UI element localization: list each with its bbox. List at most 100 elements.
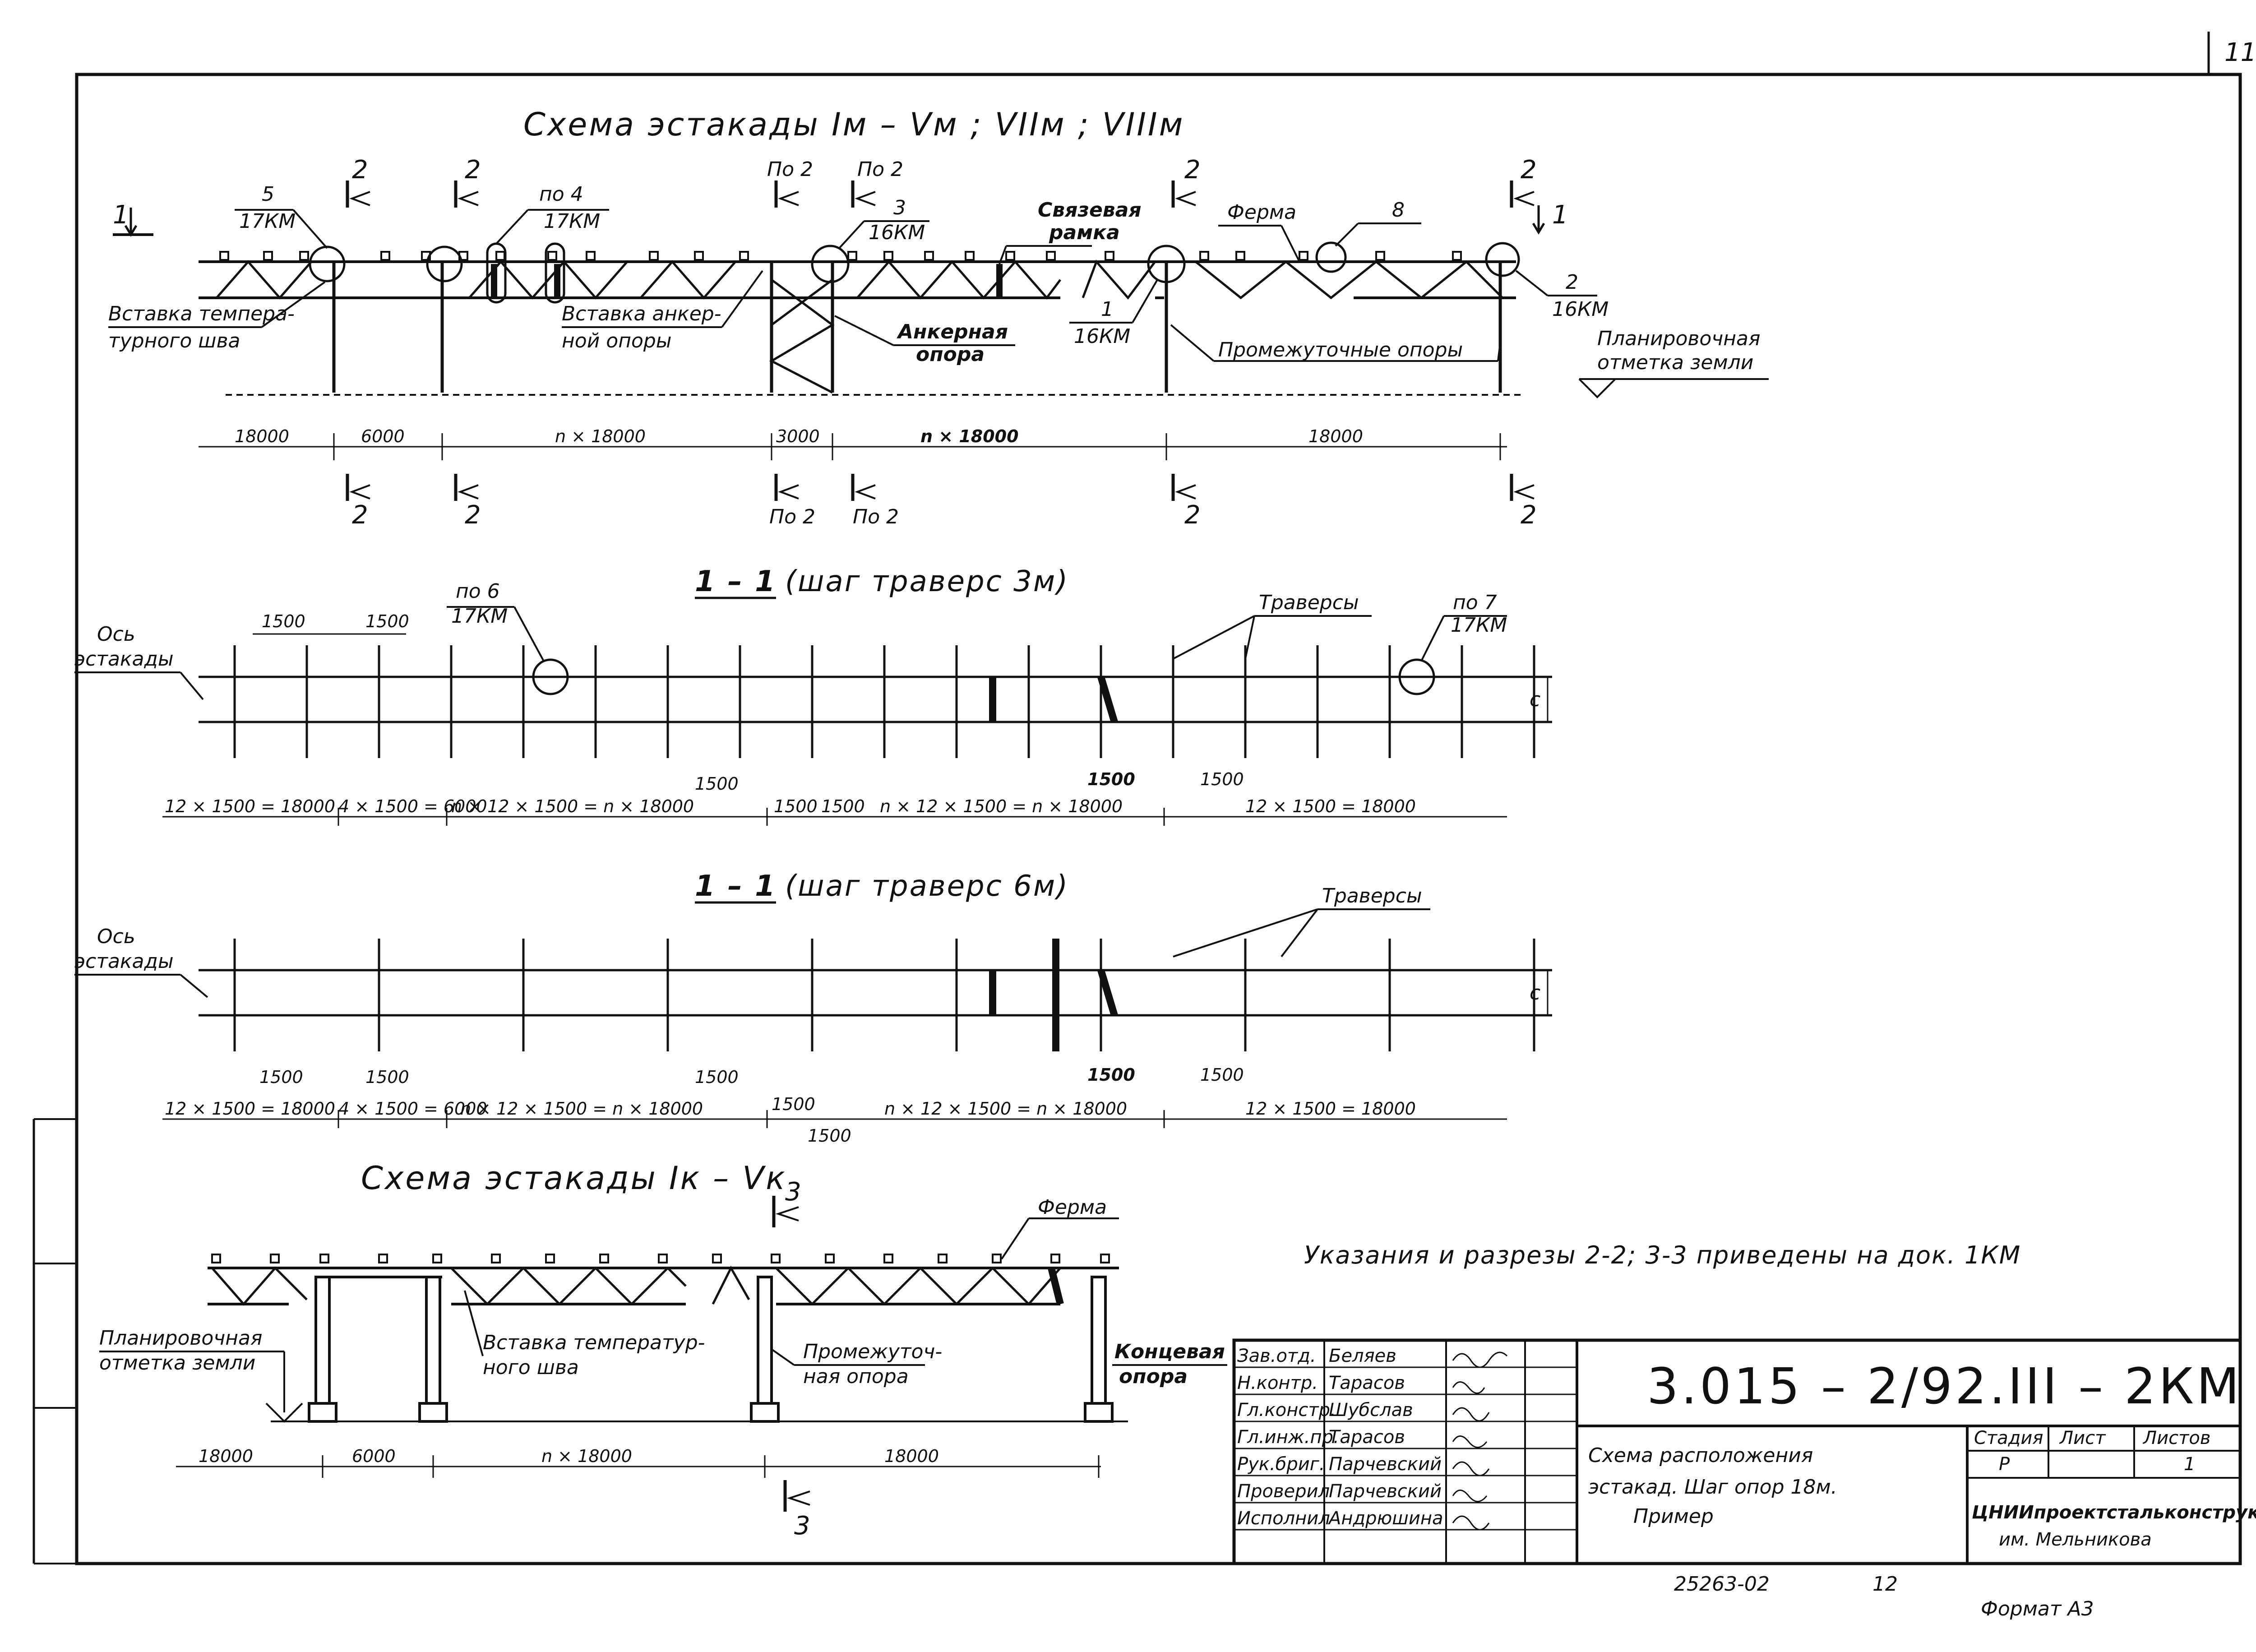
callout-2-ref: 16КМ [1552, 298, 1609, 321]
callout-7-circle [1398, 658, 1435, 695]
dim-3m-1: 12 × 1500 = 18000 [165, 796, 335, 816]
section-6m-truss-webs [199, 970, 1552, 1015]
dim-6m-3: n × 12 × 1500 = n × 18000 [460, 1099, 703, 1119]
label-anchor-support-1: Анкерная [897, 320, 1008, 343]
cut-bot-4: По 2 [853, 505, 899, 528]
dim-3m-top-2: 1500 [365, 611, 409, 631]
general-note: Указания и разрезы 2-2; 3-3 приведены на… [1304, 1241, 2021, 1269]
label-anchor-support-2: опора [916, 343, 985, 366]
plan-b-ground-1: Планировочная [99, 1327, 262, 1350]
traverses-label-6m: Траверсы [1322, 884, 1422, 907]
dim-a-4: 3000 [776, 426, 820, 446]
dim-b-4: 18000 [884, 1446, 939, 1466]
callout-1-ref: 16КМ [1074, 325, 1130, 348]
cut-3-bottom: 3 [794, 1511, 810, 1541]
dim-6m-mid-1: 1500 [259, 1067, 303, 1087]
plan-b-nodes [211, 1254, 1110, 1263]
tb-title-2: эстакад. Шаг опор 18м. [1588, 1476, 1837, 1499]
tb-title-1: Схема расположения [1588, 1444, 1813, 1467]
plan-b-temp-joint-1: Вставка температур- [483, 1331, 705, 1354]
section-3m-chords [199, 676, 1552, 723]
dim-a-5: n × 18000 [920, 426, 1019, 446]
dim-3m-mid-1: 1500 [695, 774, 739, 794]
plan-a-truss-webs [216, 259, 1503, 300]
anchor-support-bracing [769, 278, 835, 394]
tb-org-1: ЦНИИпроектстальконструкция [1972, 1502, 2256, 1523]
plan-a-nodes [219, 251, 1462, 261]
dim-6m-mid-5: 1500 [1200, 1065, 1244, 1085]
tb-role-7: Исполнил [1237, 1508, 1330, 1529]
dim-3m-mid-3: 1500 [1200, 769, 1244, 789]
section-3m: 1 – 1 (шаг траверс 3м) Ось эстакады [74, 565, 1552, 826]
section-6m: 1 – 1 (шаг траверс 6м) Ось эстакады Трав… [74, 870, 1552, 1146]
label-temp-joint-2: турного шва [108, 329, 240, 352]
tb-org-2: им. Мельникова [1999, 1529, 2152, 1550]
dim-3m-6: n × 12 × 1500 = n × 18000 [880, 796, 1123, 816]
tb-name-2: Тарасов [1329, 1373, 1405, 1393]
dim-6m-1: 12 × 1500 = 18000 [165, 1099, 335, 1119]
label-anchor-insert-2: ной опоры [562, 329, 672, 352]
plan-b-end-1: Концевая [1114, 1340, 1225, 1363]
tb-role-1: Зав.отд. [1237, 1346, 1316, 1366]
cut-bot-1: 2 [352, 500, 368, 530]
dim-6m-5: 1500 [808, 1126, 851, 1146]
plan-a: Схема эстакады Iм – Vм ; VIIм ; VIIIм [108, 106, 1769, 530]
cut-3-top: 3 [785, 1177, 801, 1207]
signatures [1452, 1351, 1508, 1531]
cut-bot-2: 2 [465, 500, 481, 530]
section-6m-title: (шаг траверс 6м) [785, 870, 1069, 903]
callout-2: 2 [1566, 271, 1578, 294]
dim-3m-mid-2: 1500 [1087, 769, 1135, 789]
section-3m-truss-webs [199, 677, 1552, 722]
section-3m-title: (шаг траверс 3м) [785, 565, 1069, 598]
tb-stage-header: Стадия [1974, 1428, 2043, 1448]
plan-b-trusses [208, 1267, 1119, 1305]
section-6m-heavy-diagonals [989, 939, 1118, 1051]
plan-a-dim-line [199, 433, 1507, 460]
cut-top-4: По 2 [857, 158, 903, 181]
section-6m-dim-line [162, 1110, 1507, 1128]
plan-a-trusses [199, 260, 1516, 299]
section-6m-mark: 1 – 1 [695, 870, 777, 903]
section-6m-traverses [233, 939, 1535, 1051]
tb-sheets-header: Листов [2142, 1428, 2210, 1448]
plan-a-title: Схема эстакады Iм – Vм ; VIIм ; VIIIм [523, 106, 1184, 143]
title-block [1232, 1338, 2242, 1565]
dim-6m-mid-4: 1500 [1087, 1065, 1135, 1085]
plan-b-intermediate-2: ная опора [803, 1365, 909, 1388]
plan-b: Схема эстакады Iк – Vк [99, 1160, 1227, 1541]
callout-7: по 7 [1453, 591, 1497, 614]
c-label-6m: с [1530, 981, 1540, 1004]
tb-name-4: Тарасов [1329, 1427, 1405, 1448]
tb-role-4: Гл.инж.пр. [1237, 1427, 1339, 1448]
section-3m-heavy-diagonals [989, 676, 1118, 723]
label-temp-joint-1: Вставка темпера- [108, 302, 295, 325]
tb-sheet-header: Лист [2059, 1428, 2106, 1448]
page-number: 11 [2224, 38, 2256, 67]
tb-name-5: Парчевский [1329, 1454, 1442, 1475]
traverses-label-3m: Траверсы [1259, 591, 1359, 614]
label-ground-1: Планировочная [1597, 327, 1760, 350]
section-mark-right: 1 [1552, 200, 1568, 230]
dim-6m-mid-2: 1500 [365, 1067, 409, 1087]
drawing-code: 3.015 – 2/92.III – 2КМ [1647, 1357, 2242, 1415]
axis-label-6m-2: эстакады [74, 950, 174, 973]
tb-role-2: Н.контр. [1237, 1373, 1318, 1393]
plan-b-end-2: опора [1119, 1365, 1188, 1388]
c-label-3m: с [1530, 688, 1540, 711]
section-3m-traverses [233, 645, 1535, 758]
cut-top-6: 2 [1521, 155, 1537, 185]
dim-b-3: n × 18000 [541, 1446, 632, 1466]
plan-b-dim-line [176, 1455, 1101, 1478]
callout-8: 8 [1392, 199, 1405, 222]
callout-6-ref: 17КМ [451, 605, 508, 628]
cut-bot-3: По 2 [769, 505, 815, 528]
callout-7-ref: 17КМ [1451, 614, 1507, 637]
label-intermediate-supports: Промежуточные опоры [1218, 338, 1463, 361]
plan-b-truss-label: Ферма [1038, 1196, 1107, 1219]
callout-3: 3 [893, 196, 906, 219]
dim-6m-mid-3: 1500 [695, 1067, 739, 1087]
cut-marks-top [346, 180, 1535, 208]
cut-top-2: 2 [465, 155, 481, 185]
